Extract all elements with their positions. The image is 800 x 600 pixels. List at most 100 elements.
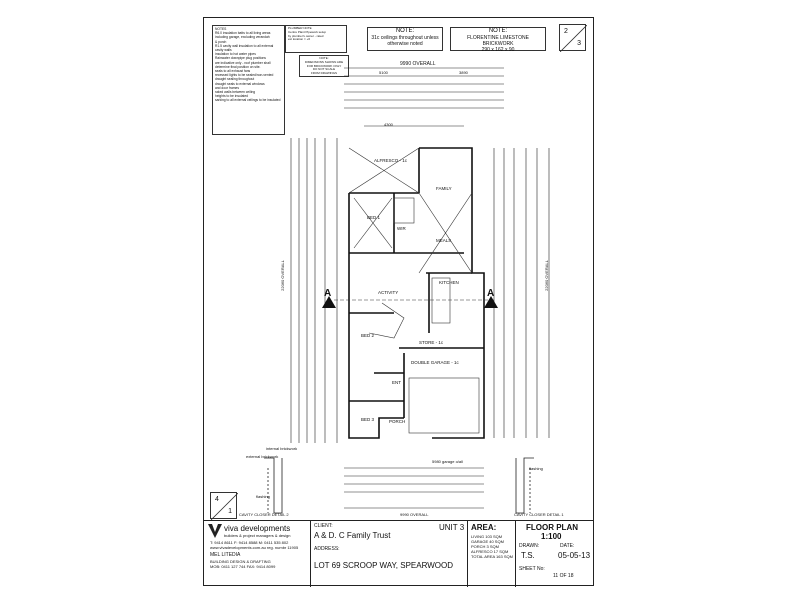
sheet-label: SHEET No: — [519, 566, 545, 572]
notes-line: & porch — [215, 39, 227, 44]
drawing-sheet: NOTES R6.0 insulation batts to all livin… — [203, 17, 594, 587]
section-mark-right: A — [487, 288, 495, 299]
area-line: GARAGE 40 SQM — [471, 539, 504, 544]
sheet-indicator-bottom: 4 1 — [210, 492, 238, 520]
viva-logo-icon — [208, 524, 222, 538]
plan-title: FLOOR PLAN — [526, 523, 578, 532]
notes-line: Rainwater downpipe plug positions — [215, 56, 266, 61]
plumber-note-box: PLUMBER NOTE Centre Plant Pipework setup… — [285, 25, 347, 53]
notes-title: NOTES — [215, 27, 227, 31]
sheet-indicator-a: 2 — [564, 28, 568, 35]
right-overall-dim: 22060 OVERALL — [543, 260, 549, 291]
section-arrow-left — [322, 296, 336, 308]
plumber-note-line: ext location = +6 — [288, 37, 311, 42]
room-family: FAMILY — [436, 186, 452, 191]
notes-line: heights to be insulated — [215, 94, 248, 99]
ceiling-note-title: NOTE: — [395, 28, 415, 34]
company-contact-2: www.vivadevelopments.com.au reg. numbr 1… — [210, 545, 299, 550]
room-bed3: BED 3 — [361, 417, 375, 422]
address-label: ADDRESS: — [314, 546, 340, 552]
area-line: TOTAL AREA 163 SQM — [471, 554, 513, 559]
room-store: STORE - 1c — [419, 340, 444, 345]
notes-line: including garage, excluding verandah — [215, 35, 270, 40]
notes-line: determine final position on site. — [215, 64, 261, 69]
dim-note-line: DO NOT SCALE — [312, 67, 336, 72]
flashing-label-left: flashing — [256, 494, 270, 499]
dim-4300: 4300 — [384, 122, 393, 127]
flashing-label-right: flashing — [529, 466, 543, 471]
section-arrow-right — [484, 296, 498, 308]
dim-note-line: DIMENSIONS SHOWN ARE — [304, 59, 344, 64]
company-contact-1: T: 9414 8611 F: 9414 8588 M: 0411 535 80… — [210, 540, 289, 545]
room-wir: WIR — [397, 226, 406, 231]
room-bed2: BED 2 — [361, 333, 375, 338]
room-ent: ENT — [392, 380, 401, 385]
notes-line: raked walls between ceiling — [215, 90, 256, 95]
ceiling-note: NOTE: 31c ceilings throughout unless oth… — [367, 27, 443, 51]
diagonal-line — [560, 25, 587, 52]
notes-line: seals to all exhaust fans — [215, 69, 251, 74]
area-label: AREA: — [471, 523, 497, 532]
room-activity: ACTIVITY — [378, 290, 399, 295]
notes-line: draught seals to external windows — [215, 81, 265, 86]
section-mark-left: A — [324, 288, 332, 299]
company-cell: viva developments builders & project man… — [204, 521, 311, 587]
address: LOT 69 SCROOP WAY, SPEARWOOD — [314, 561, 454, 570]
room-kitchen: KITCHEN — [439, 280, 459, 285]
client-cell: CLIENT: A & D. C Family Trust ADDRESS: L… — [311, 521, 468, 587]
notes-line: are indicative only - roof plumber shall — [215, 60, 271, 65]
drafter-sub: BUILDING DESIGN & DRAFTING — [210, 559, 271, 564]
cavity-detail-1-label: CAVITY CLOSER DETAIL 1 — [514, 512, 564, 517]
plan-info-cell: FLOOR PLAN 1:100 DRAWN: DATE: T.S. 05-05… — [516, 521, 593, 587]
brickwork-note: NOTE: FLORENTINE LIMESTONE BRICKWORK 290… — [450, 27, 546, 53]
dim-note-line: FROM DRAWINGS — [310, 71, 338, 76]
dimension-note-box: NOTE: DIMENSIONS SHOWN ARE FOR BRICKWORK… — [299, 55, 349, 77]
room-bed1: BED 1 — [367, 215, 381, 220]
left-overall-dim: 22060 OVERALL — [279, 260, 285, 291]
area-line: LIVING 103 SQM — [471, 534, 503, 539]
diagonal-line — [211, 493, 238, 520]
dim-note-line: NOTE: — [319, 56, 329, 60]
room-double-garage: DOUBLE GARAGE - 1c — [411, 360, 459, 365]
dim-5100: 5100 — [379, 70, 388, 75]
notes-line: cavity walls — [215, 48, 232, 53]
sheet-indicator-b: 3 — [577, 40, 581, 47]
sheet-indicator-top: 2 3 — [559, 24, 587, 52]
company-name: viva developments — [224, 524, 291, 533]
int-brickwork-label: internal brickwork — [266, 446, 298, 451]
room-alfresco: ALFRESCO - 1c — [374, 158, 408, 163]
drafter-contact: MOB: 0411 127 744 FAX: 9414 8099 — [210, 564, 276, 569]
drafter-name: MEL LITEDIA — [210, 552, 241, 558]
unit: UNIT 3 — [439, 523, 465, 532]
ceiling-note-line1: 31c ceilings throughout unless — [371, 35, 439, 41]
notes-line: R1.5 cavity wall insulation to all exter… — [215, 43, 274, 48]
date-label: DATE: — [560, 543, 575, 549]
sheet-indicator-b: 1 — [228, 508, 232, 515]
notes-line: R6.0 insulation batts to all living area… — [215, 31, 271, 36]
notes-line: and door frames — [215, 85, 240, 90]
plumber-note-line: Centre Plant Pipework setup — [288, 29, 327, 34]
ext-brickwork-label: external brickwork — [246, 454, 279, 459]
ceiling-note-line2: otherwise noted — [387, 41, 423, 47]
sheet-indicator-a: 4 — [215, 496, 219, 503]
floor-plan-drawing — [264, 67, 550, 514]
sheet-number: 11 OF 18 — [553, 573, 574, 579]
title-block: viva developments builders & project man… — [204, 520, 593, 587]
garage-width-dim: 5980 garage o/all — [432, 459, 463, 464]
cavity-detail-2-label: CAVITY CLOSER DETAIL 2 — [239, 512, 289, 517]
notes-line: sarking to all external ceilings to be i… — [215, 98, 281, 103]
plumber-note-title: PLUMBER NOTE — [288, 26, 312, 30]
brickwork-note-line2: 290 x 162 x 90 — [481, 47, 515, 53]
company-sub: builders & project managers & design — [224, 533, 291, 538]
drawn-by: T.S. — [521, 551, 535, 560]
area-line: ALFRESCO 17 SQM — [471, 549, 509, 554]
notes-line: draught sealing throughout — [215, 77, 255, 82]
overall-top-dim: 9990 OVERALL — [400, 61, 436, 67]
overall-bottom-dim: 9990 OVERALL — [400, 512, 429, 517]
dim-3890: 3890 — [459, 70, 468, 75]
notes-line: insulation to hot water pipes — [215, 52, 256, 57]
notes-box: NOTES R6.0 insulation batts to all livin… — [212, 25, 285, 135]
area-cell: AREA: LIVING 103 SQM GARAGE 40 SQM PORCH… — [468, 521, 516, 587]
client-label: CLIENT: — [314, 523, 333, 529]
room-porch: PORCH — [389, 419, 406, 424]
